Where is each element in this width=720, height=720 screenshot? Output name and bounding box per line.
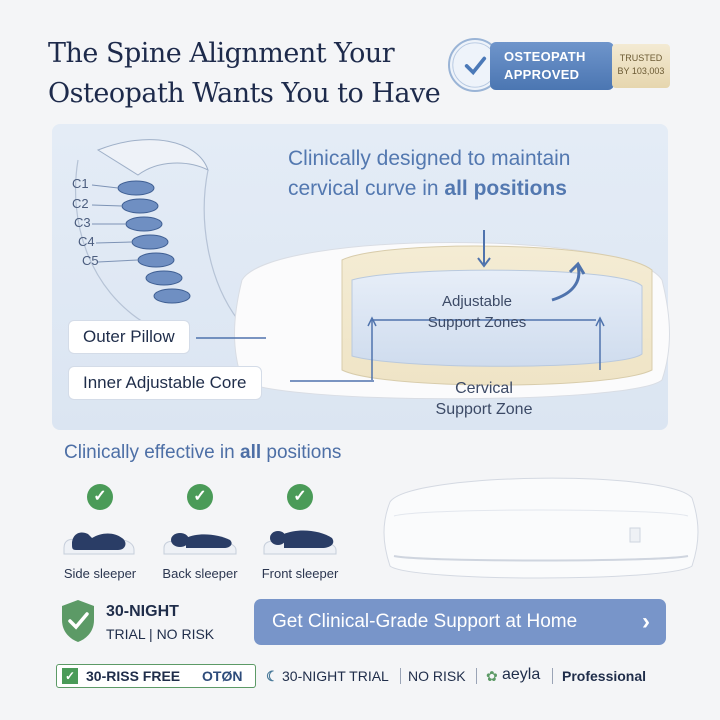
trial-subtext: TRIAL | NO RISK [106,626,215,642]
tagline-line-2: cervical curve in [288,177,445,200]
diagram-tagline: Clinically designed to maintain cervical… [288,144,658,204]
sleeper-label: Side sleeper [63,566,137,581]
adjustable-zones-label: Adjustable Support Zones [402,291,552,333]
positions-title-prefix: Clinically effective in [64,442,241,463]
no-risk-text: NO RISK [408,668,466,684]
adjustable-zones-line-2: Support Zones [427,314,527,331]
divider [476,668,477,684]
badge-line-1: OSTEOPATH [504,49,586,64]
cervical-zone-label: Cervical Support Zone [404,378,564,420]
check-icon: ✓ [87,484,113,510]
inner-core-leader-line [290,380,374,382]
trusted-badge: TRUSTED BY 103,003 [612,44,670,88]
trust-bar: ✓ 30-RISS FREE OTØN ☾ 30-NIGHT TRIAL NO … [56,664,670,690]
brand-name: aeyla [502,666,541,683]
badge-line-2: APPROVED [504,67,580,82]
headline-line-2: Osteopath Wants You to Have [48,78,441,109]
back-sleeper: ✓ Back sleeper [150,484,250,581]
tagline-line-1: Clinically designed to maintain [288,147,571,170]
risk-free-text: 30-RISS FREE [86,668,181,684]
risk-free-suffix: OTØN [202,668,243,684]
outer-pillow-leader-line [196,337,266,339]
cervical-spine-illustration [75,139,239,326]
vertebra-label: C4 [78,234,95,249]
cervical-zone-line-2: Support Zone [435,401,533,418]
positions-title-emphasis: all [240,442,262,463]
adjustable-zones-line-1: Adjustable [441,293,513,310]
divider [552,668,553,684]
back-sleeper-icon [163,533,237,555]
sleeper-label: Front sleeper [261,566,339,581]
trial-headline: 30-NIGHT [106,603,179,620]
check-icon: ✓ [287,484,313,510]
night-trial-text: 30-NIGHT TRIAL [282,668,389,684]
trusted-line-1: TRUSTED [619,53,663,63]
headline: The Spine Alignment Your Osteopath Wants… [48,34,448,114]
trusted-line-2: BY 103,003 [617,66,665,76]
vertebra-label: C5 [82,253,99,268]
front-sleeper-icon [263,530,337,555]
pillow-cross-section [234,230,670,400]
sleeper-label: Back sleeper [162,566,238,581]
pillow-product-image [383,477,699,579]
vertebra-label: C1 [72,176,89,191]
positions-title: Clinically effective in all positions [64,442,341,464]
headline-line-1: The Spine Alignment Your [48,38,395,69]
osteopath-approved-badge: OSTEOPATH APPROVED [490,42,614,90]
positions-title-suffix: positions [261,442,342,463]
side-sleeper: ✓ Side sleeper [50,484,150,581]
cervical-zone-line-1: Cervical [455,380,513,397]
side-sleeper-icon [63,532,135,555]
get-support-cta-button[interactable]: Get Clinical-Grade Support at Home › [254,599,666,645]
vertebra-label: C3 [74,215,91,230]
moon-icon: ☾ [266,668,279,684]
divider [400,668,401,684]
leaf-icon: ✿ [486,668,498,684]
risk-free-box [56,664,256,688]
tagline-emphasis: all positions [444,177,567,200]
cta-label: Get Clinical-Grade Support at Home [272,611,578,632]
professional-text: Professional [562,668,647,684]
check-icon: ✓ [62,668,78,684]
outer-pillow-callout: Outer Pillow [68,320,190,354]
check-icon: ✓ [187,484,213,510]
chevron-right-icon: › [642,608,650,635]
front-sleeper: ✓ Front sleeper [250,484,350,581]
vertebra-label: C2 [72,196,89,211]
shield-check-icon [62,600,94,642]
inner-core-callout: Inner Adjustable Core [68,366,262,400]
